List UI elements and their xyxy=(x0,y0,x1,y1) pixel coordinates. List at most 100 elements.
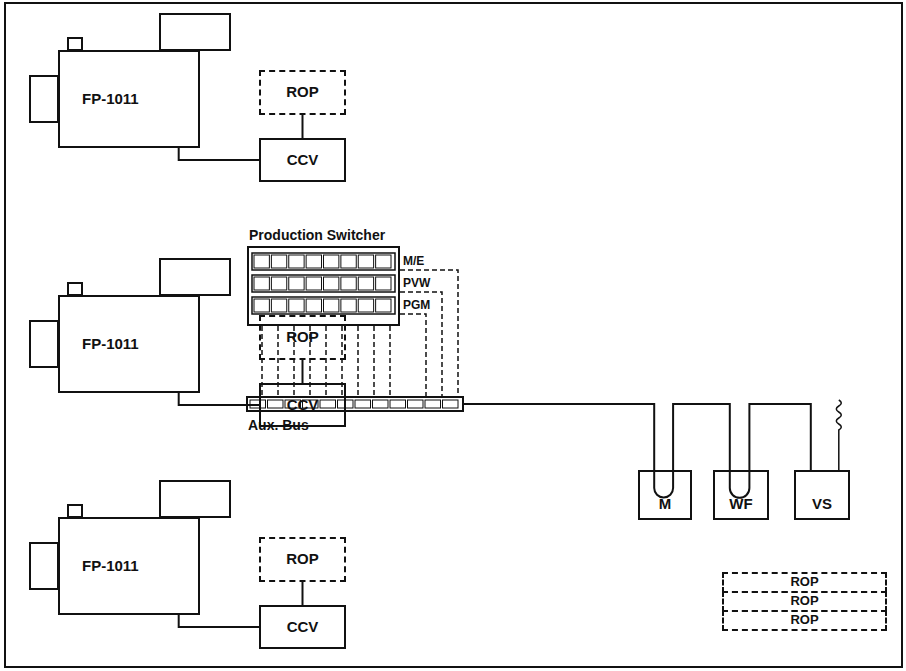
ccv-box: CCV xyxy=(259,605,346,649)
button xyxy=(443,400,459,408)
signal-label: PGM xyxy=(403,299,430,311)
camera-body: FP-1011 xyxy=(58,50,200,148)
aux-bus: Aux. Bus xyxy=(246,396,464,412)
button xyxy=(271,277,286,290)
node-text: CCV xyxy=(287,619,319,636)
button xyxy=(425,400,441,408)
button xyxy=(390,400,406,408)
button xyxy=(285,400,301,408)
button xyxy=(324,299,339,312)
button xyxy=(341,299,356,312)
node-text: ROP xyxy=(790,575,818,589)
node-text: ROP xyxy=(790,594,818,608)
button xyxy=(289,255,304,268)
camera-1 xyxy=(30,14,230,122)
rop-box: ROP xyxy=(259,315,346,360)
button xyxy=(306,277,321,290)
button xyxy=(358,255,373,268)
button xyxy=(254,299,269,312)
camera-lens xyxy=(30,76,58,122)
node-text: WF xyxy=(729,496,752,513)
frame xyxy=(5,3,902,667)
button xyxy=(306,299,321,312)
node-text: FP-1011 xyxy=(82,336,139,353)
button xyxy=(408,400,424,408)
node-text: Production Switcher xyxy=(249,228,385,243)
camera-handle xyxy=(68,38,82,50)
viewfinder xyxy=(160,481,230,517)
button xyxy=(373,400,389,408)
button xyxy=(271,299,286,312)
camera-handle xyxy=(68,505,82,517)
viewfinder xyxy=(160,14,230,50)
panel-detail xyxy=(249,248,398,324)
signal-line xyxy=(749,404,810,470)
node-text: VS xyxy=(812,496,832,513)
signal-label: PVW xyxy=(403,277,430,289)
node-text: FP-1011 xyxy=(82,91,139,108)
button xyxy=(338,400,354,408)
button xyxy=(320,400,336,408)
vectorscope-box: VS xyxy=(794,470,850,520)
button xyxy=(355,400,371,408)
button xyxy=(250,400,266,408)
button xyxy=(254,255,269,268)
node-text: ROP xyxy=(286,551,319,568)
viewfinder xyxy=(160,259,230,295)
button xyxy=(289,299,304,312)
waveform-box: WF xyxy=(713,470,769,520)
button xyxy=(324,255,339,268)
button xyxy=(358,277,373,290)
camera-lens xyxy=(30,543,58,589)
button xyxy=(341,277,356,290)
node-text: M xyxy=(659,496,672,513)
signal-line xyxy=(302,360,304,383)
node-text: Aux. Bus xyxy=(248,418,309,433)
signal-line xyxy=(464,404,654,470)
monitor-box: M xyxy=(638,470,692,520)
button xyxy=(289,277,304,290)
rop-panel: ROP xyxy=(722,572,887,593)
production-switcher: Production Switcher xyxy=(247,246,400,326)
node-text: ROP xyxy=(790,613,818,627)
button xyxy=(271,255,286,268)
node-text: ROP xyxy=(286,84,319,101)
signal-label: M/E xyxy=(403,255,424,267)
rop-panel: ROP xyxy=(722,591,887,612)
camera-3 xyxy=(30,481,230,589)
button-row xyxy=(252,253,395,270)
signal-line xyxy=(302,115,304,138)
button-row xyxy=(252,297,395,314)
button xyxy=(268,400,284,408)
signal-line xyxy=(302,582,304,605)
signal-line xyxy=(179,615,259,627)
loop-through xyxy=(654,470,673,497)
camera-body: FP-1011 xyxy=(58,295,200,393)
node-text: FP-1011 xyxy=(82,558,139,575)
button-row xyxy=(252,275,395,292)
node-text: ROP xyxy=(286,329,319,346)
button xyxy=(341,255,356,268)
camera-2 xyxy=(30,259,230,367)
antenna xyxy=(836,400,841,470)
node-text: CCV xyxy=(287,397,319,414)
node-text: CCV xyxy=(287,152,319,169)
rop-box: ROP xyxy=(259,70,346,115)
button xyxy=(376,299,391,312)
button xyxy=(376,255,391,268)
signal-line xyxy=(673,404,730,470)
button xyxy=(324,277,339,290)
loop-through xyxy=(730,470,750,498)
rop-box: ROP xyxy=(259,537,346,582)
button xyxy=(254,277,269,290)
camera-handle xyxy=(68,283,82,295)
camera-parts xyxy=(30,14,230,589)
button xyxy=(303,400,319,408)
button xyxy=(376,277,391,290)
ccv-box: CCV xyxy=(259,138,346,182)
camera-lens xyxy=(30,321,58,367)
camera-body: FP-1011 xyxy=(58,517,200,615)
button xyxy=(358,299,373,312)
button xyxy=(306,255,321,268)
